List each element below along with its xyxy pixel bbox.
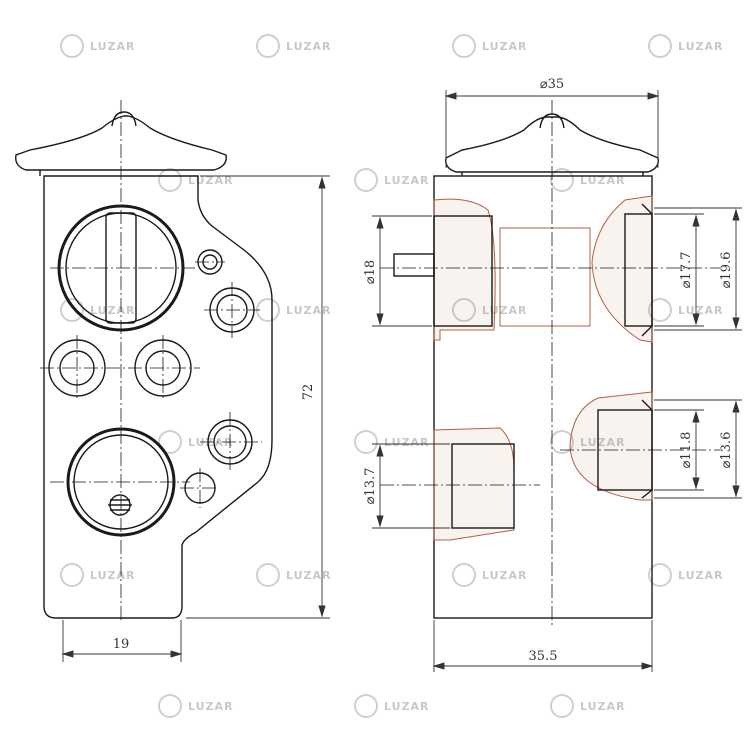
front-view [15, 100, 330, 662]
side-dimensions [372, 90, 742, 672]
front-height-dimension: 72 [301, 384, 316, 401]
watermark-text: LUZAR [580, 436, 626, 449]
side-right-upper-inner-dimension: ⌀17.7 [679, 252, 694, 289]
watermark-text: LUZAR [286, 40, 332, 53]
watermark-text: LUZAR [90, 569, 136, 582]
side-right-lower-inner-dimension: ⌀11.8 [679, 432, 694, 469]
watermark-logo: LUZAR [256, 34, 332, 58]
watermark-text: LUZAR [678, 40, 724, 53]
watermark-text: LUZAR [384, 700, 430, 713]
front-width-dimension: 19 [113, 637, 130, 652]
watermark-logo: LUZAR [648, 298, 724, 322]
watermark-logo: LUZAR [452, 34, 528, 58]
side-port-sections [433, 195, 653, 541]
watermark-logo: LUZAR [452, 298, 528, 322]
watermark-text: LUZAR [188, 436, 234, 449]
side-left-upper-port-dimension: ⌀18 [363, 260, 378, 284]
watermark-logo: LUZAR [550, 168, 626, 192]
watermark-text: LUZAR [188, 174, 234, 187]
watermark-text: LUZAR [188, 700, 234, 713]
watermark-text: LUZAR [286, 569, 332, 582]
watermark-text: LUZAR [580, 700, 626, 713]
watermark-logo: LUZAR [60, 563, 136, 587]
front-dimensions [61, 175, 330, 662]
watermark-logo: LUZAR [354, 430, 430, 454]
watermark-logo: LUZAR [60, 34, 136, 58]
side-bottom-width-dimension: 35.5 [529, 649, 558, 664]
watermark-text: LUZAR [482, 304, 528, 317]
watermark-text: LUZAR [384, 436, 430, 449]
watermark-text: LUZAR [482, 569, 528, 582]
watermark-logo: LUZAR [354, 168, 430, 192]
watermark-text: LUZAR [678, 304, 724, 317]
watermark-logo: LUZAR [452, 563, 528, 587]
watermark-text: LUZAR [286, 304, 332, 317]
watermark-logo: LUZAR [550, 430, 626, 454]
side-view [372, 90, 742, 672]
side-center-lines [380, 100, 720, 625]
front-sensing-head [15, 111, 227, 176]
watermark-logo: LUZAR [648, 563, 724, 587]
watermark-logo: LUZAR [648, 34, 724, 58]
side-right-upper-outer-dimension: ⌀19.6 [719, 252, 734, 289]
watermark-logo: LUZAR [354, 694, 430, 718]
watermark-text: LUZAR [678, 569, 724, 582]
side-bores [433, 203, 653, 529]
watermark-logo: LUZAR [158, 694, 234, 718]
watermark-text: LUZAR [482, 40, 528, 53]
side-stub-pin [393, 253, 435, 277]
watermark-text: LUZAR [384, 174, 430, 187]
watermark-text: LUZAR [580, 174, 626, 187]
watermark-text: LUZAR [90, 40, 136, 53]
watermark-logo: LUZAR [256, 563, 332, 587]
watermark-text: LUZAR [90, 304, 136, 317]
watermark-logo: LUZAR [256, 298, 332, 322]
front-body-outline [43, 175, 273, 619]
side-right-lower-outer-dimension: ⌀13.6 [719, 432, 734, 469]
front-center-lines [40, 100, 262, 620]
watermark-logo: LUZAR [60, 298, 136, 322]
side-left-lower-port-dimension: ⌀13.7 [363, 468, 378, 505]
watermark-logo: LUZAR [158, 168, 234, 192]
watermark-logo: LUZAR [158, 430, 234, 454]
watermark-logo: LUZAR [550, 694, 626, 718]
watermark-layer: LUZAR LUZAR LUZAR LUZAR LUZAR LUZAR LUZA… [60, 34, 724, 718]
side-top-diameter-dimension: ⌀35 [540, 77, 564, 92]
